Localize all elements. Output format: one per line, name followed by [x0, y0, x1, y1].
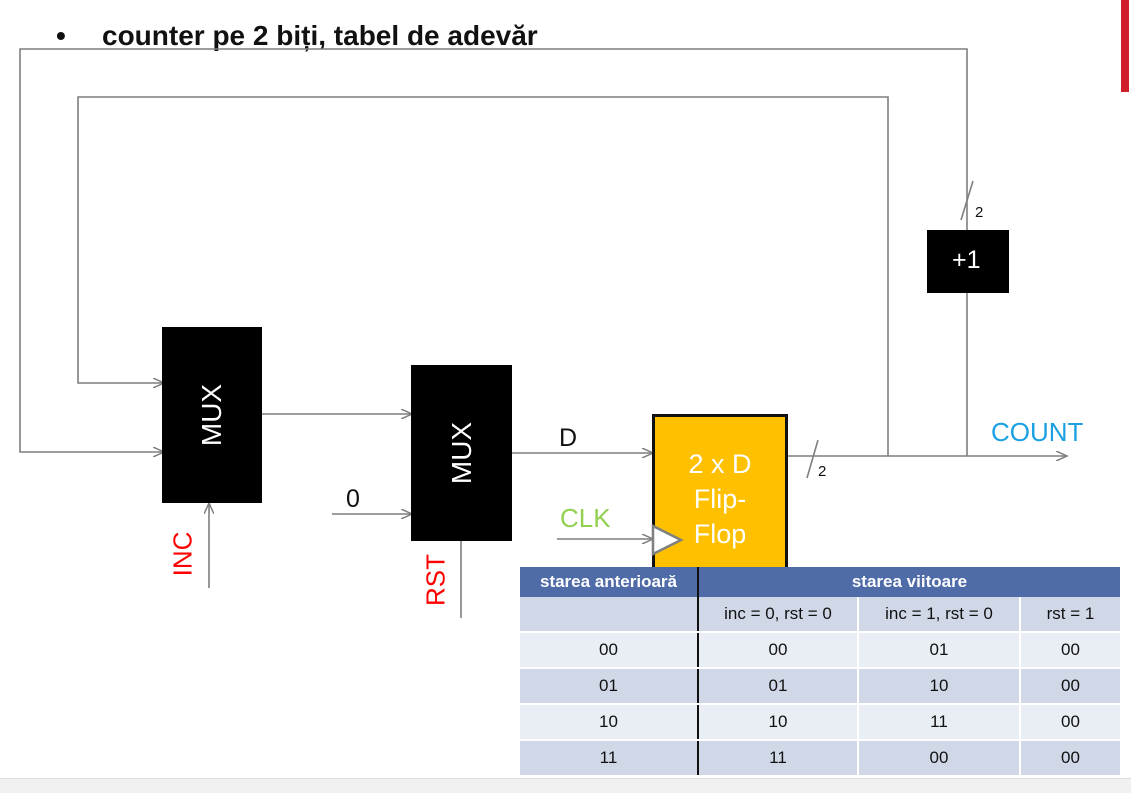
- table-cell: 11: [698, 740, 859, 775]
- bus-width-out-label: 2: [818, 463, 827, 480]
- mux-2: [411, 365, 512, 541]
- clk-label: CLK: [560, 503, 611, 533]
- table-cell: [520, 597, 699, 633]
- header-next-state: starea viitoare: [698, 567, 1120, 597]
- table-cell: 00: [520, 632, 699, 669]
- table-subheader-row: inc = 0, rst = 0 inc = 1, rst = 0 rst = …: [520, 597, 1120, 633]
- header-previous-state: starea anterioară: [520, 567, 699, 597]
- table-cell: 00: [1020, 740, 1120, 775]
- wire-increment-feedback: [19, 48, 968, 452]
- table-cell: rst = 1: [1020, 597, 1120, 633]
- slide-accent-bar: [1121, 0, 1129, 92]
- table-row: 01 01 10 00: [520, 668, 1120, 705]
- table-cell: 00: [858, 740, 1021, 775]
- bottom-bar: [0, 778, 1131, 793]
- table-cell: 11: [520, 740, 699, 775]
- table-cell: 11: [858, 704, 1021, 741]
- table-row: 00 00 01 00: [520, 632, 1120, 669]
- rst-label: RST: [420, 554, 451, 606]
- zero-label: 0: [346, 485, 360, 513]
- bus-width-top-label: 2: [975, 204, 984, 221]
- flipflop-block: 2 x D Flip- Flop: [652, 414, 788, 578]
- d-label: D: [559, 424, 578, 452]
- bus-slash-top: [960, 180, 974, 221]
- slide-edge: [1121, 0, 1131, 792]
- slide-title-text: counter pe 2 biți, tabel de adevăr: [102, 20, 538, 51]
- table-row: 10 10 11 00: [520, 704, 1120, 741]
- count-label: COUNT: [991, 417, 1084, 447]
- bullet: •: [56, 20, 66, 51]
- table-row: 11 11 00 00: [520, 740, 1120, 775]
- table-cell: 00: [1020, 632, 1120, 669]
- table-cell: 00: [1020, 668, 1120, 705]
- table-cell: inc = 0, rst = 0: [698, 597, 859, 633]
- table-cell: 01: [520, 668, 699, 705]
- mux-1-label: MUX: [196, 383, 227, 447]
- flipflop-label-line-2: Flip-: [693, 484, 747, 514]
- bus-slash-out: [806, 439, 819, 479]
- table-cell: 00: [1020, 704, 1120, 741]
- flipflop-label: 2 x D Flip- Flop: [655, 447, 785, 552]
- wire-hold-feedback: [77, 96, 889, 456]
- table-cell: 01: [858, 632, 1021, 669]
- mux-1: [162, 327, 262, 503]
- truth-table: starea anterioară starea viitoare inc = …: [520, 567, 1120, 775]
- table-header-row: starea anterioară starea viitoare: [520, 567, 1120, 597]
- table-cell: 00: [698, 632, 859, 669]
- table-cell: inc = 1, rst = 0: [858, 597, 1021, 633]
- mux-2-label: MUX: [446, 421, 477, 485]
- incrementer-block: [927, 230, 1009, 293]
- incrementer-label: +1: [952, 246, 981, 274]
- table-cell: 01: [698, 668, 859, 705]
- flipflop-label-line-1: 2 x D: [688, 449, 752, 479]
- clock-triangle-icon: [651, 524, 684, 556]
- inc-label: INC: [167, 531, 198, 577]
- table-cell: 10: [698, 704, 859, 741]
- flipflop-label-line-3: Flop: [693, 519, 747, 549]
- slide-title: • counter pe 2 biți, tabel de adevăr: [56, 20, 538, 52]
- table-cell: 10: [520, 704, 699, 741]
- table-cell: 10: [858, 668, 1021, 705]
